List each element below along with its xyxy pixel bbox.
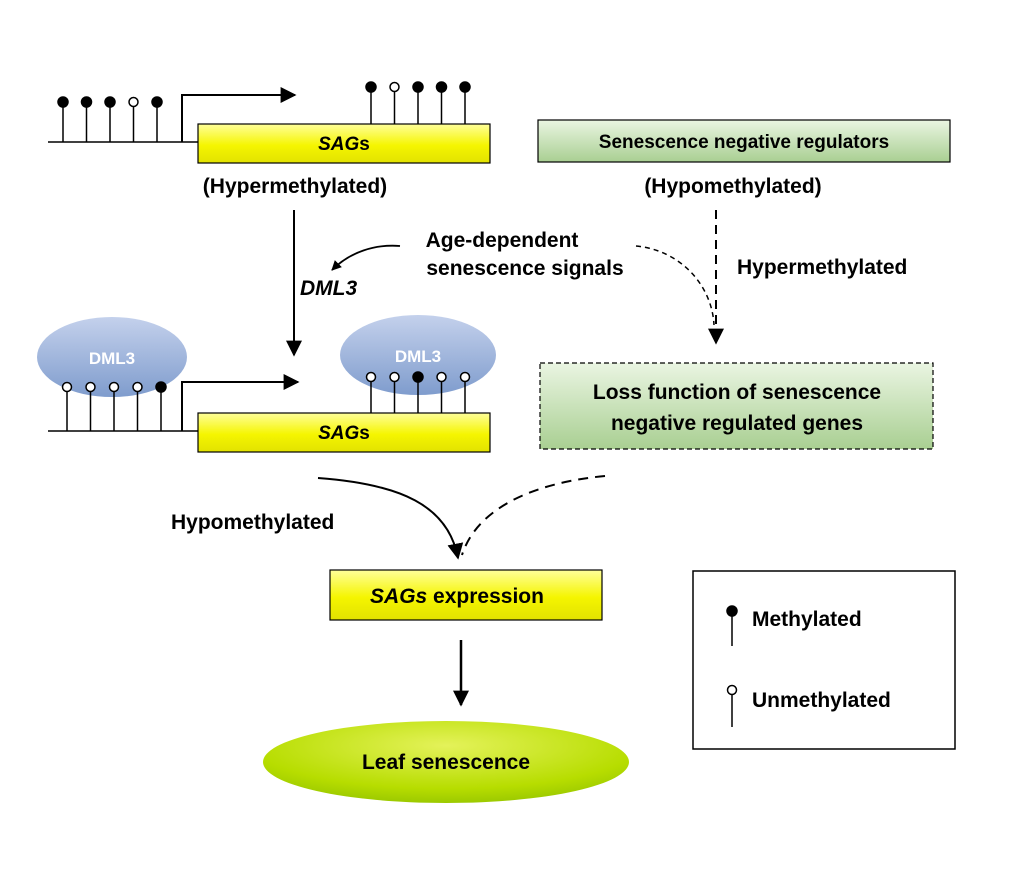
dml3-ellipse-body [340, 315, 496, 395]
methylated-site-marker [104, 96, 116, 142]
negative-regulators: Senescence negative regulators (Hypometh… [537, 119, 951, 345]
signals-to-loss-dashed-arrow [635, 245, 715, 326]
bottom-body-marks [365, 371, 471, 413]
signals-line-1: Age-dependent [426, 229, 579, 252]
bottom-sags-plain: s [359, 423, 370, 444]
bottom-promoter-marks [61, 381, 167, 431]
top-sags-label: SAGs [318, 134, 370, 155]
loss-function-line-2: negative regulated genes [611, 412, 863, 435]
negative-regulators-status: (Hypomethylated) [644, 175, 821, 198]
hypomethylated-label: Hypomethylated [171, 511, 334, 534]
bottom-sags-gene: DML3 DML3 SAGs [37, 315, 496, 453]
signals-line-2: senescence signals [426, 257, 623, 280]
unmethylated-site-marker [389, 371, 400, 413]
unmethylated-site-marker [128, 96, 139, 142]
unmethylated-site-marker [108, 381, 120, 431]
unmethylated-site-marker [85, 381, 96, 431]
loss-function: Loss function of senescence negative reg… [539, 362, 934, 450]
methylated-site-marker [412, 81, 424, 124]
top-sags-plain: s [359, 134, 370, 155]
bottom-sags-italic: SAG [318, 423, 359, 444]
unmethylated-site-marker [132, 381, 143, 431]
negative-regulators-label: Senescence negative regulators [599, 132, 889, 153]
unmethylated-site-marker [436, 371, 447, 413]
methylated-site-marker [151, 96, 163, 142]
unmethylated-site-marker [389, 81, 400, 124]
methylated-site-marker [459, 81, 471, 124]
hypomethylated-curve-arrow [317, 477, 464, 560]
leaf-senescence-ellipse [263, 721, 629, 803]
methylated-site-marker [435, 81, 448, 124]
signals-to-dml3-arrow [331, 244, 401, 271]
sags-expression-box [329, 569, 603, 621]
bottom-sags-label: SAGs [318, 423, 370, 444]
legend-methylated-icon [726, 605, 738, 646]
bottom-transcription-start-arrow [181, 374, 300, 431]
unmethylated-site-marker [61, 381, 73, 431]
methylated-site-marker [80, 96, 93, 142]
legend-methylated-label: Methylated [752, 608, 862, 631]
methylated-site-marker [365, 81, 377, 124]
negative-regulators-box [537, 119, 951, 163]
leaf-senescence-label: Leaf senescence [362, 751, 530, 774]
methylated-site-marker [412, 371, 424, 413]
loss-function-box [539, 362, 934, 450]
legend-unmethylated-icon [726, 684, 738, 727]
methylated-site-marker [155, 381, 167, 431]
top-gene-status: (Hypermethylated) [203, 175, 387, 198]
sags-expression-italic: SAGs [370, 585, 427, 608]
top-sags-box [197, 123, 491, 164]
unmethylated-site-marker [459, 371, 471, 413]
top-body-marks [365, 81, 471, 124]
loss-function-line-1: Loss function of senescence [593, 381, 881, 404]
loss-function-dashed-curve-arrow [461, 475, 606, 556]
dml3-label-body: DML3 [395, 347, 441, 366]
hypermethylated-arrow-label: Hypermethylated [737, 256, 907, 279]
expression-flow: Hypomethylated SAGs expression Leaf sene… [171, 475, 629, 803]
top-promoter-marks [57, 96, 163, 142]
unmethylated-site-marker [365, 371, 377, 413]
top-transcription-start-arrow [181, 87, 297, 142]
top-sags-italic: SAG [318, 134, 359, 155]
dml3-label-promoter: DML3 [89, 349, 135, 368]
bottom-sags-box [197, 412, 491, 453]
senescence-signals: Age-dependent senescence signals DML3 [286, 210, 715, 357]
legend-unmethylated-label: Unmethylated [752, 689, 891, 712]
dml3-ellipse-promoter [37, 317, 187, 397]
sags-expression-label: SAGs expression [370, 585, 544, 608]
legend-box [692, 570, 956, 750]
sags-expression-plain: expression [427, 585, 544, 608]
dml3-arrow-label: DML3 [300, 277, 357, 300]
legend: Methylated Unmethylated [692, 570, 956, 750]
top-sags-gene: SAGs (Hypermethylated) [48, 81, 491, 198]
methylated-site-marker [57, 96, 69, 142]
